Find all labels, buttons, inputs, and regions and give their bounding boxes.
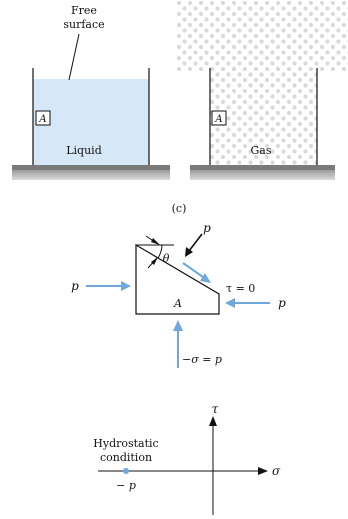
pressure-left-arrow-head <box>121 281 131 291</box>
element-label-gas: A <box>214 114 222 125</box>
pressure-right-label: p <box>278 296 286 310</box>
free-surface-label-line2: surface <box>63 18 104 31</box>
shear-arrow <box>182 262 204 278</box>
triangle-element <box>135 243 220 315</box>
element-box-gas <box>211 110 227 126</box>
ground-right <box>190 165 335 170</box>
point-label: − p <box>116 479 136 492</box>
pressure-left-label: p <box>71 279 79 293</box>
pressure-top-arrow <box>188 233 203 252</box>
gas-tank: A Gas <box>176 0 348 180</box>
gas-fill <box>210 68 317 165</box>
sigma-axis-head <box>258 467 268 475</box>
element-diagram: θ p τ = 0 p p A −σ = p <box>71 221 286 368</box>
shear-arrow-head <box>200 273 211 283</box>
part-label: (c) <box>172 202 187 215</box>
pressure-top-arrow-head <box>185 247 193 257</box>
element-label-liquid: A <box>38 114 46 125</box>
tau-axis-head <box>209 416 217 426</box>
free-surface-label-line1: Free <box>71 4 97 17</box>
theta-arc <box>157 244 163 259</box>
area-label: A <box>173 297 182 310</box>
condition-label-line1: Hydrostatic <box>93 437 158 450</box>
free-surface-leader <box>68 33 80 81</box>
liquid-fill <box>33 79 149 165</box>
pressure-right-arrow-head <box>225 298 235 308</box>
bottom-stress-label: −σ = p <box>182 353 222 366</box>
gas-tank-walls <box>209 68 318 165</box>
shear-label: τ = 0 <box>226 282 255 295</box>
ground-right-shadow <box>190 170 335 180</box>
ground-left <box>12 165 170 170</box>
bottom-stress-arrow-head <box>173 320 183 331</box>
element-box-liquid <box>35 110 51 126</box>
pressure-top-label: p <box>203 221 211 235</box>
theta-tick-bottom-head <box>151 257 158 265</box>
liquid-label: Liquid <box>66 144 102 157</box>
sigma-axis-label: σ <box>272 464 281 478</box>
condition-label-line2: condition <box>100 451 152 464</box>
gas-label: Gas <box>251 144 272 157</box>
ground-left-shadow <box>12 170 170 180</box>
liquid-tank-walls <box>32 68 150 165</box>
liquid-tank: Free surface A Liquid <box>12 4 170 180</box>
theta-label: θ <box>163 252 170 265</box>
gas-cloud-upper <box>176 0 348 72</box>
tau-axis-label: τ <box>212 402 219 416</box>
theta-tick-top-head <box>151 238 160 245</box>
mohr-axes: τ σ Hydrostatic condition − p <box>93 402 281 515</box>
hydrostatic-point <box>123 468 129 474</box>
